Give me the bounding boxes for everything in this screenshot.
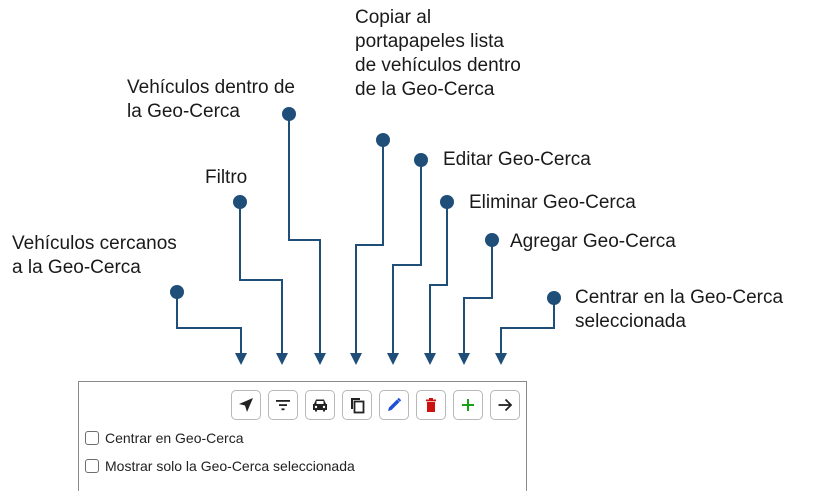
show-only-selected-option[interactable]: Mostrar solo la Geo-Cerca seleccionada	[85, 458, 355, 474]
arrowhead-filter	[276, 353, 288, 365]
callout-line: seleccionada	[575, 311, 686, 332]
callout-line: Vehículos cercanos	[12, 233, 177, 254]
callout-line: portapapeles lista	[355, 31, 504, 52]
arrowhead-nearby	[235, 353, 247, 365]
copy-list-button[interactable]	[342, 390, 372, 420]
center-geofence-option[interactable]: Centrar en Geo-Cerca	[85, 430, 244, 446]
connector-copy	[355, 140, 384, 355]
add-geofence-button[interactable]	[453, 390, 483, 420]
connector-filter	[239, 202, 283, 355]
callout-line: Agregar Geo-Cerca	[510, 231, 676, 252]
center-geofence-checkbox[interactable]	[85, 431, 99, 445]
callout-center-selected: Centrar en la Geo-Cerca seleccionada	[575, 286, 783, 334]
geofence-panel: Centrar en Geo-Cerca Mostrar solo la Geo…	[78, 381, 527, 491]
callout-line: Editar Geo-Cerca	[443, 149, 591, 170]
arrowhead-center	[495, 353, 507, 365]
dot-copy	[376, 133, 390, 147]
callout-delete: Eliminar Geo-Cerca	[469, 191, 636, 215]
nearby-vehicles-button[interactable]	[231, 390, 261, 420]
show-only-selected-label: Mostrar solo la Geo-Cerca seleccionada	[105, 458, 355, 474]
callout-line: Eliminar Geo-Cerca	[469, 192, 636, 213]
dot-add	[485, 233, 499, 247]
callout-line: Centrar en la Geo-Cerca	[575, 287, 784, 308]
trash-icon	[426, 398, 436, 412]
connector-delete	[429, 203, 448, 355]
dot-edit	[414, 153, 428, 167]
filter-button[interactable]	[268, 390, 298, 420]
dot-delete	[440, 195, 454, 209]
callout-filter: Filtro	[205, 166, 247, 190]
navigation-arrow-icon	[239, 398, 253, 412]
connector-nearby	[176, 293, 242, 355]
connector-center	[500, 298, 555, 355]
pencil-icon	[388, 397, 402, 411]
callout-line: la Geo-Cerca	[127, 101, 240, 122]
delete-geofence-button[interactable]	[416, 390, 446, 420]
copy-icon	[351, 398, 365, 414]
show-only-selected-checkbox[interactable]	[85, 459, 99, 473]
callout-copy-list: Copiar al portapapeles lista de vehículo…	[355, 6, 521, 102]
connector-edit	[392, 160, 422, 355]
arrow-right-icon	[498, 398, 513, 412]
callout-line: a la Geo-Cerca	[12, 257, 141, 278]
car-icon	[313, 399, 327, 412]
callout-inside-vehicles: Vehículos dentro de la Geo-Cerca	[127, 76, 295, 124]
dot-nearby	[170, 285, 184, 299]
dot-center	[547, 291, 561, 305]
plus-icon	[462, 399, 474, 411]
vehicles-inside-button[interactable]	[305, 390, 335, 420]
callout-add: Agregar Geo-Cerca	[510, 230, 676, 254]
arrowhead-copy	[350, 353, 362, 365]
callout-edit: Editar Geo-Cerca	[443, 148, 591, 172]
arrowhead-add	[458, 353, 470, 365]
callout-line: Copiar al	[355, 7, 432, 28]
connector-inside	[288, 115, 321, 355]
arrowhead-inside	[314, 353, 326, 365]
arrowhead-edit	[387, 353, 399, 365]
filter-lines-icon	[276, 400, 290, 411]
callout-line: de la Geo-Cerca	[355, 79, 495, 100]
arrowhead-delete	[424, 353, 436, 365]
callout-line: Vehículos dentro de	[127, 77, 295, 98]
dot-filter	[233, 195, 247, 209]
center-geofence-label: Centrar en Geo-Cerca	[105, 430, 244, 446]
center-geofence-button[interactable]	[490, 390, 520, 420]
dot-inside	[282, 107, 296, 121]
edit-geofence-button[interactable]	[379, 390, 409, 420]
callout-line: Filtro	[205, 167, 248, 188]
callout-line: de vehículos dentro	[355, 55, 521, 76]
callout-nearby-vehicles: Vehículos cercanos a la Geo-Cerca	[12, 232, 177, 280]
connector-add	[463, 240, 493, 355]
